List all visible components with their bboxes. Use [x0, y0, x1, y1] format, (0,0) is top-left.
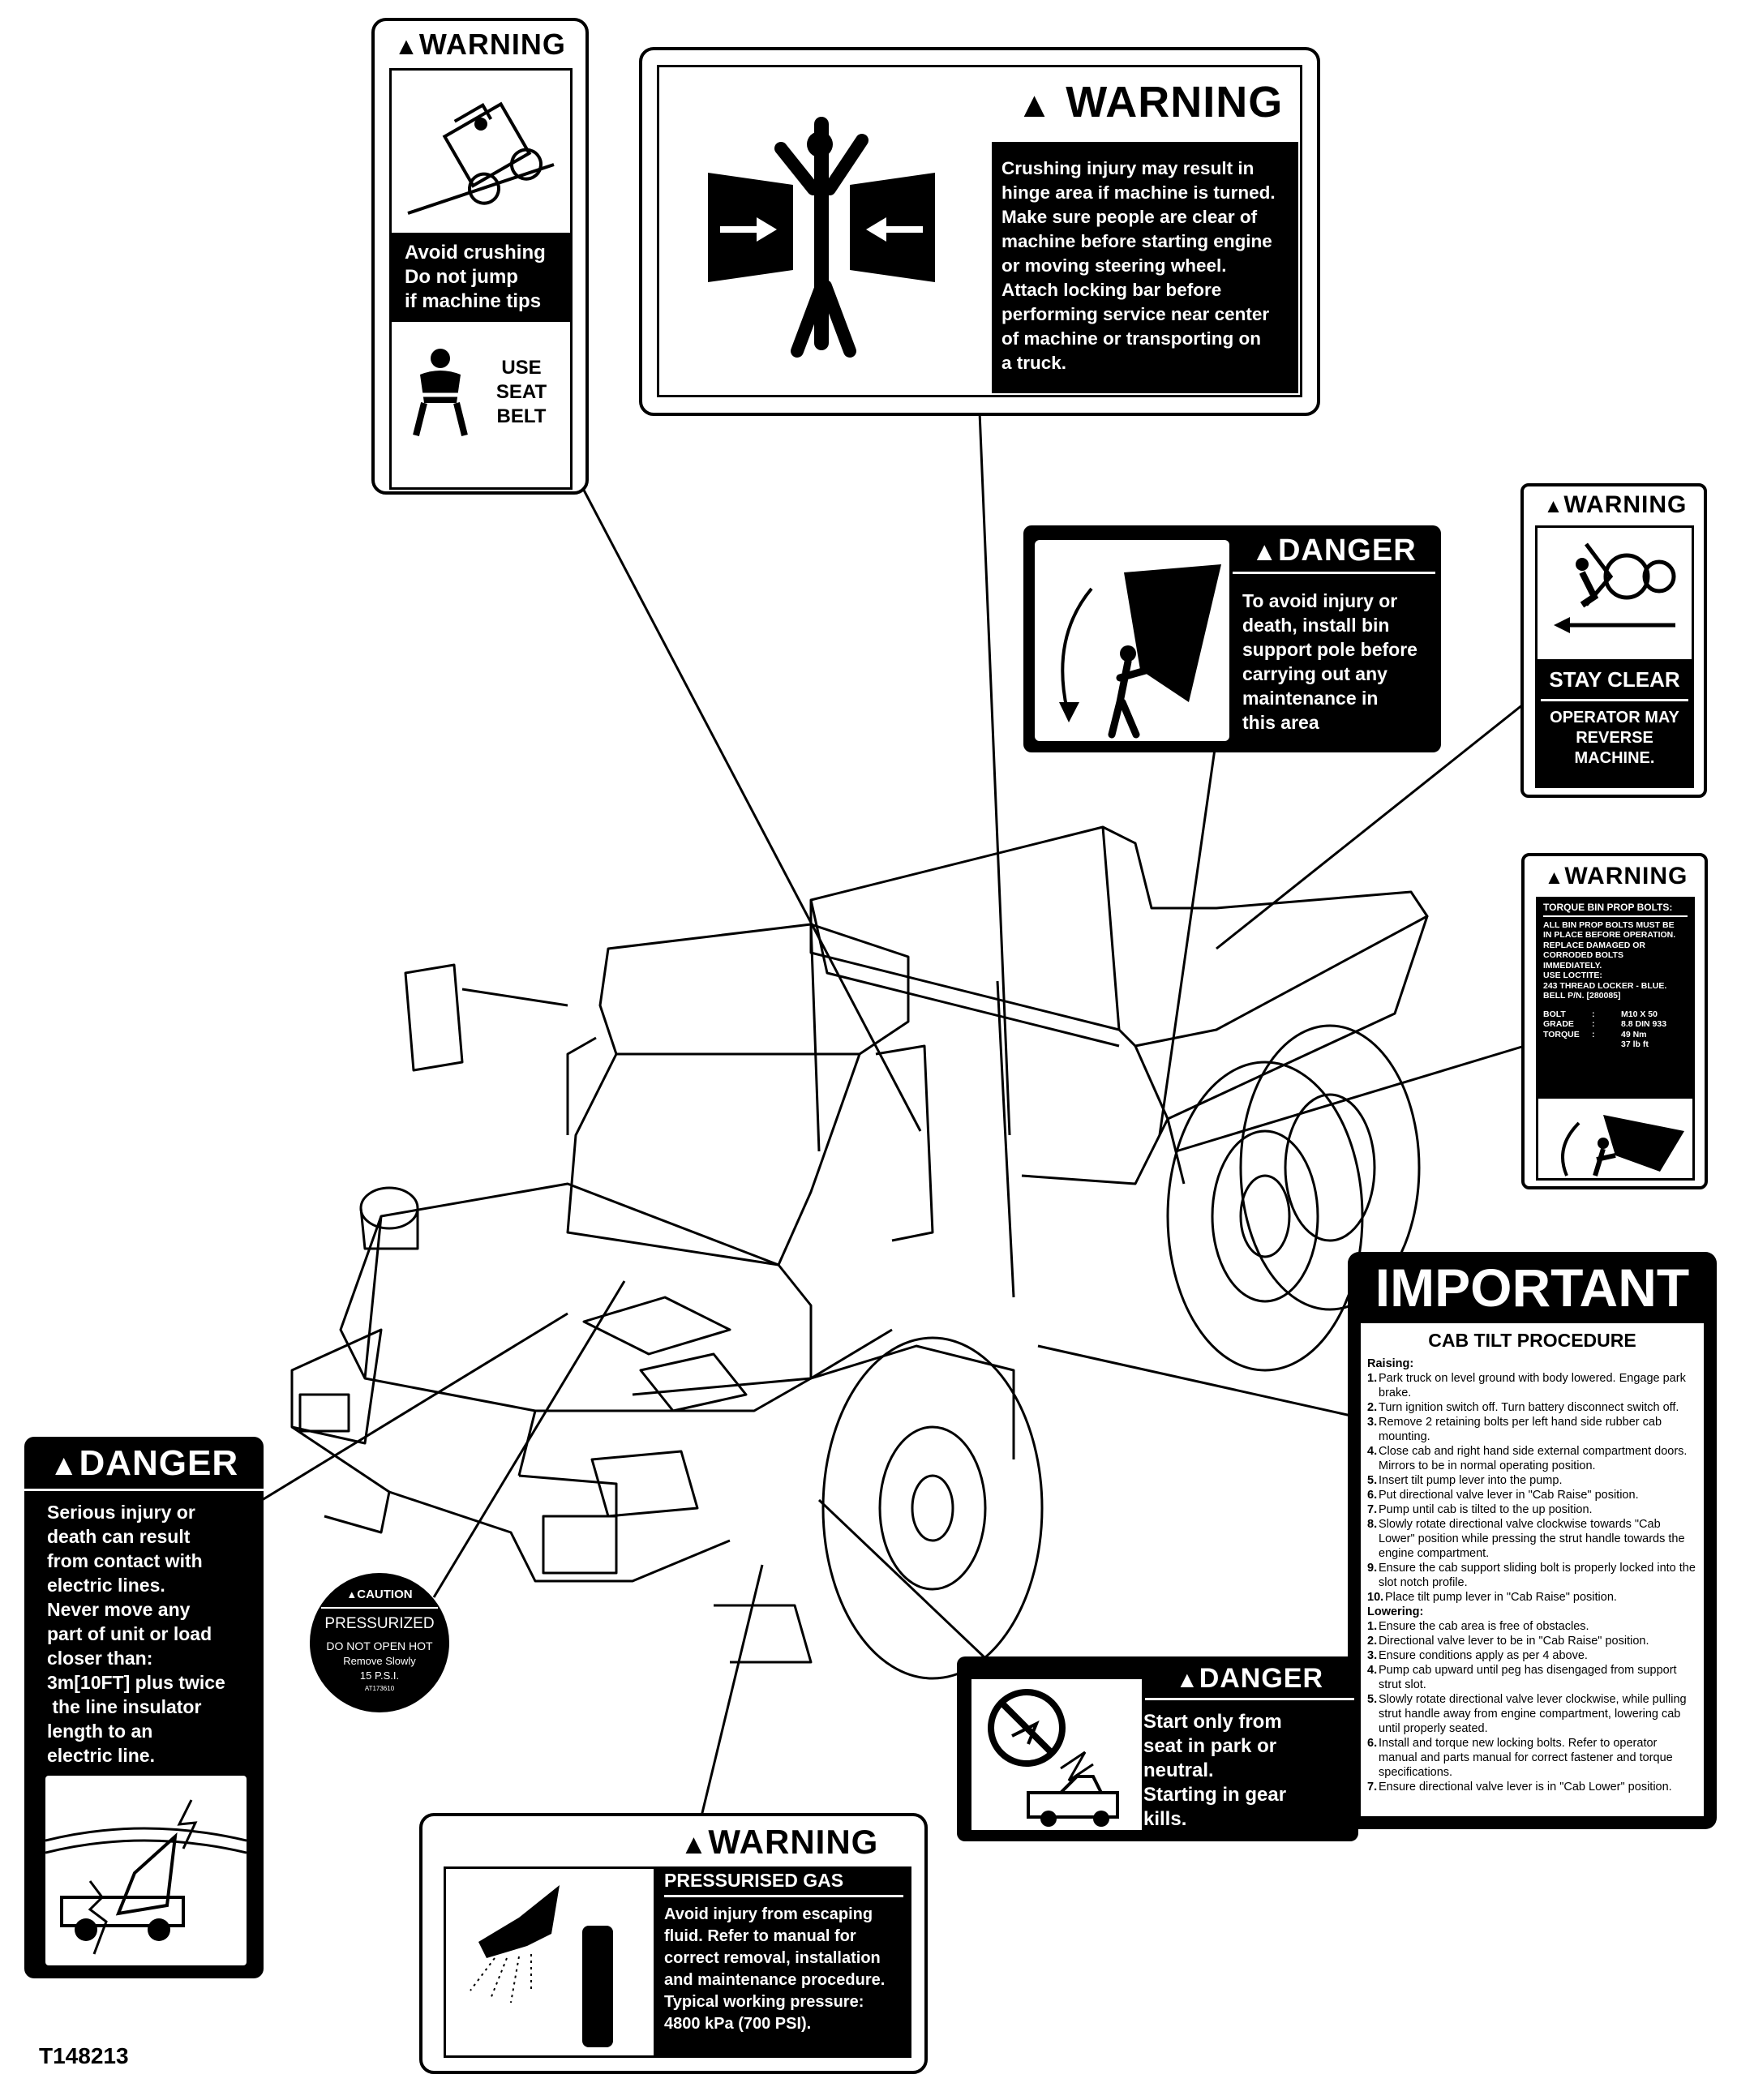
stay-clear-panel: STAY CLEAR OPERATOR MAY REVERSE MACHINE. [1535, 525, 1694, 788]
list-item: 7.Ensure directional valve lever is in "… [1367, 1781, 1672, 1794]
warning-triangle-icon: ▲ [1251, 537, 1278, 566]
list-item: 3.Remove 2 retaining bolts per left hand… [1367, 1416, 1662, 1443]
list-item: 2.Turn ignition switch off. Turn battery… [1367, 1401, 1679, 1414]
list-item: 5.Insert tilt pump lever into the pump. [1367, 1474, 1563, 1487]
seatbelt-text: USE SEAT BELT [495, 357, 547, 427]
start-pictogram [971, 1679, 1142, 1830]
caution-line2: Remove Slowly [343, 1655, 416, 1667]
danger-electric-message: Serious injury or death can result from … [47, 1502, 225, 1766]
caution-line1: DO NOT OPEN HOT [326, 1639, 433, 1652]
tipping-bin-icon [1059, 564, 1221, 739]
warning-header: ▲WARNING [1543, 491, 1688, 518]
warning-triangle-icon: ▲ [346, 1588, 358, 1601]
list-item: 4.Pump cab upward until peg has disengag… [1367, 1664, 1677, 1691]
warning-gas-decal: ▲WARNING PRESSURISED GAS Avoid injury fr… [419, 1813, 928, 2074]
lowering-label: Lowering: [1367, 1605, 1424, 1618]
machine-tipping-icon [407, 101, 555, 215]
list-item: 5.Slowly rotate directional valve lever … [1367, 1693, 1687, 1735]
raising-label: Raising: [1367, 1357, 1414, 1370]
danger-bin-message: To avoid injury or death, install bin su… [1242, 590, 1417, 733]
caution-line3: 15 P.S.I. [359, 1669, 400, 1682]
list-item: 1.Park truck on level ground with body l… [1367, 1372, 1686, 1399]
torque-panel: TORQUE BIN PROP BOLTS: ALL BIN PROP BOLT… [1536, 897, 1695, 1181]
power-line-truck-icon [45, 1799, 247, 1955]
spec-row: BOLT:M10 X 50 [1543, 1009, 1658, 1019]
danger-start-decal: ▲DANGER Start only from seat in park or … [957, 1656, 1358, 1841]
danger-header: ▲DANGER [24, 1443, 264, 1491]
list-item: 6.Install and torque new locking bolts. … [1367, 1737, 1673, 1779]
spec-row: GRADE:8.8 DIN 933 [1543, 1019, 1667, 1029]
list-item: 6.Put directional valve lever in "Cab Ra… [1367, 1489, 1639, 1502]
warning-header: ▲WARNING [680, 1823, 879, 1861]
warning-triangle-icon: ▲ [1543, 495, 1564, 517]
list-item: 1.Ensure the cab area is free of obstacl… [1367, 1620, 1589, 1633]
warning-torque-decal: ▲WARNING TORQUE BIN PROP BOLTS: ALL BIN … [1521, 853, 1708, 1189]
warning-triangle-icon: ▲ [394, 33, 419, 60]
warning-header: ▲WARNING [394, 28, 566, 61]
list-item: 4.Close cab and right hand side external… [1367, 1445, 1688, 1472]
warning-hinge-decal: ▲ WARNING Crushing injury may result in … [639, 47, 1320, 416]
list-item: 8.Slowly rotate directional valve clockw… [1367, 1518, 1685, 1560]
stay-clear-message: STAY CLEAR OPERATOR MAY REVERSE MACHINE. [1538, 659, 1692, 786]
danger-bin-decal: ▲DANGER To avoid injury or death, instal… [1023, 525, 1441, 752]
warning-triangle-icon: ▲ [680, 1829, 709, 1860]
warning-rollover-decal: ▲WARNING Avoid crushing Do not jump if m… [371, 18, 589, 495]
warning-header: ▲ WARNING [1016, 78, 1284, 126]
torque-text-block: TORQUE BIN PROP BOLTS: ALL BIN PROP BOLT… [1538, 899, 1692, 1099]
torque-subtitle: TORQUE BIN PROP BOLTS: [1543, 902, 1688, 917]
list-item: 2.Directional valve lever to be in "Cab … [1367, 1635, 1649, 1648]
danger-start-message: Start only from seat in park or neutral.… [1143, 1711, 1287, 1830]
gas-message: PRESSURISED GAS Avoid injury from escapi… [656, 1866, 911, 2058]
no-start-truck-icon [988, 1689, 1119, 1827]
spec-row: TORQUE:49 Nm [1543, 1029, 1647, 1039]
figure-id: T148213 [39, 2043, 129, 2068]
caution-pressurized-decal: ▲CAUTION PRESSURIZED DO NOT OPEN HOT Rem… [310, 1573, 449, 1712]
rollover-panel: Avoid crushing Do not jump if machine ti… [389, 68, 573, 490]
escaping-fluid-hand-icon [470, 1885, 613, 2047]
important-cab-tilt-decal: IMPORTANT CAB TILT PROCEDURE Raising: 1.… [1348, 1252, 1717, 1829]
warning-triangle-icon: ▲ [49, 1448, 79, 1481]
danger-header: ▲DANGER [1233, 534, 1435, 574]
caution-divider [321, 1607, 438, 1609]
list-item: 7.Pump until cab is tilted to the up pos… [1367, 1503, 1593, 1516]
reversing-machine-icon [1554, 542, 1676, 633]
stay-clear-title: STAY CLEAR [1541, 667, 1688, 701]
electric-pictogram [45, 1776, 247, 1965]
cab-tilt-title: CAB TILT PROCEDURE [1428, 1330, 1636, 1351]
caution-part-no: AT173610 [364, 1685, 395, 1692]
warning-triangle-icon: ▲ [1544, 867, 1565, 889]
warning-triangle-icon: ▲ [1016, 85, 1053, 125]
caution-header: ▲CAUTION [346, 1588, 413, 1601]
gas-pictogram [444, 1866, 656, 2058]
danger-header: ▲DANGER [1145, 1663, 1354, 1700]
rollover-message: Avoid crushing Do not jump if machine ti… [392, 233, 570, 322]
important-header: IMPORTANT [1375, 1258, 1690, 1318]
cab-tilt-panel: CAB TILT PROCEDURE Raising: 1.Park truck… [1361, 1323, 1704, 1816]
bin-prop-icon [1561, 1115, 1684, 1176]
hinge-message: Crushing injury may result in hinge area… [992, 142, 1298, 393]
gas-title: PRESSURISED GAS [664, 1870, 903, 1897]
list-item: 3.Ensure conditions apply as per 4 above… [1367, 1649, 1588, 1662]
list-item: 10.Place tilt pump lever in "Cab Raise" … [1367, 1591, 1617, 1604]
warning-triangle-icon: ▲ [1175, 1667, 1199, 1692]
spec-row: 37 lb ft [1621, 1039, 1649, 1049]
crushing-person-icon [708, 117, 935, 358]
warning-stay-clear-decal: ▲WARNING STAY CLEAR OPERATOR MAY REVERSE… [1520, 483, 1707, 798]
seatbelt-person-icon [413, 349, 468, 436]
hinge-panel: ▲ WARNING Crushing injury may result in … [657, 65, 1302, 397]
danger-electric-decal: ▲DANGER Serious injury or death can resu… [24, 1437, 264, 1978]
bin-pictogram [1035, 540, 1229, 741]
warning-header: ▲WARNING [1544, 863, 1688, 889]
list-item: 9.Ensure the cab support sliding bolt is… [1367, 1562, 1696, 1589]
caution-title: PRESSURIZED [324, 1615, 435, 1632]
